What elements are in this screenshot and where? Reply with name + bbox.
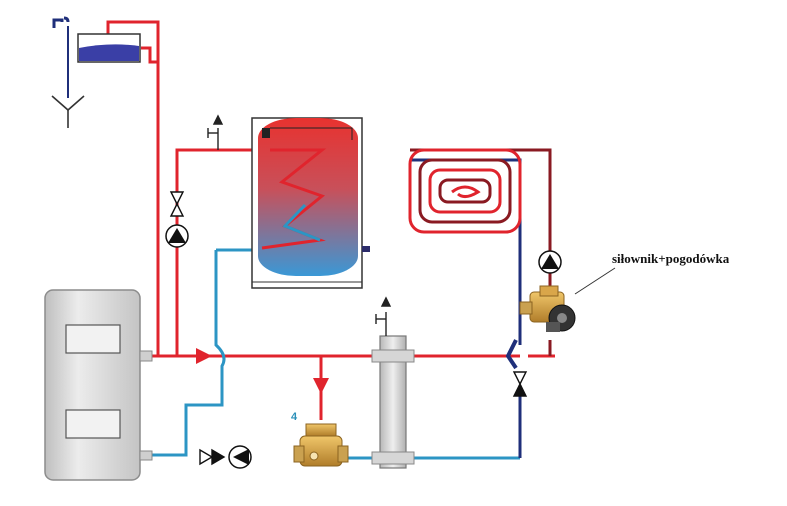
floor-return-pipes <box>410 158 522 458</box>
floor-check-valve-icon <box>512 371 528 397</box>
valve-flow-arrow-icon <box>313 378 329 394</box>
actuator-label: siłownik+pogodówka <box>612 251 730 266</box>
actuator-leader-line <box>574 267 616 295</box>
return-pipes <box>152 248 520 460</box>
return-pump-icon <box>228 445 252 469</box>
return-check-valve-icon <box>199 448 226 466</box>
separator-air-vent-icon <box>375 296 392 336</box>
three-way-valve <box>293 423 349 467</box>
flow-arrow-icon <box>196 348 212 364</box>
floor-heating-coil <box>408 148 522 234</box>
floor-junction-icon <box>505 339 518 370</box>
floor-pump-icon <box>538 250 562 274</box>
tank-check-valve-icon <box>169 191 185 217</box>
valve-number-label: 4 <box>291 411 298 423</box>
expansion-vessel <box>52 16 141 98</box>
mixing-valve-actuator <box>519 285 576 332</box>
air-vent-icon <box>207 114 224 150</box>
drain-funnel-icon <box>51 95 85 128</box>
boiler <box>44 289 153 481</box>
tank-pump-icon <box>165 224 189 248</box>
hot-water-tank <box>251 117 370 289</box>
hydraulic-separator <box>371 335 415 469</box>
